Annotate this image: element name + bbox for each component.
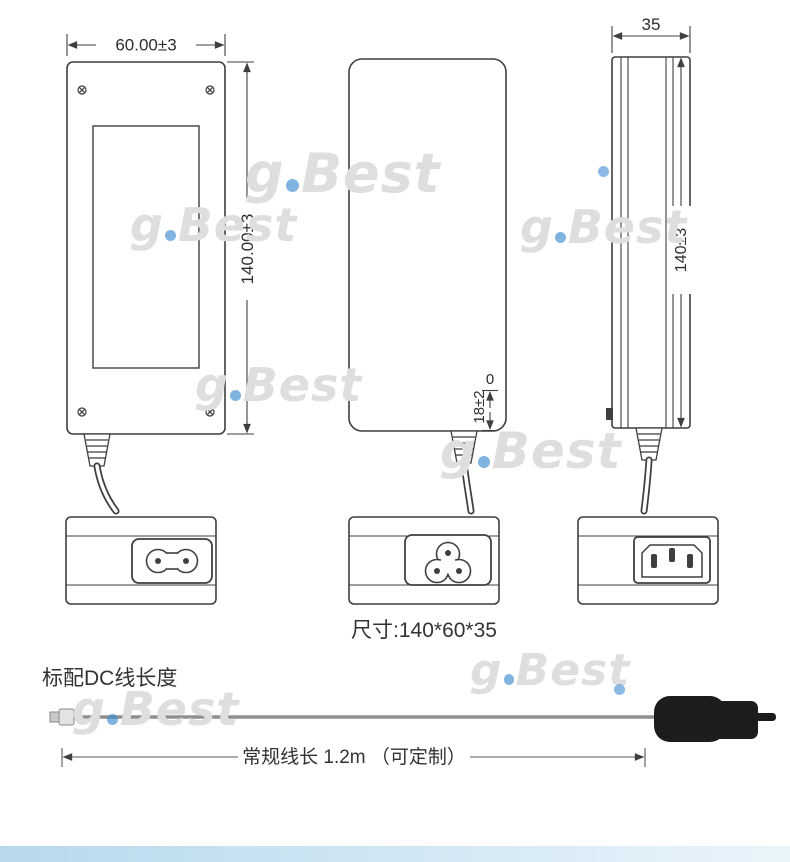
back-strain-relief	[450, 430, 478, 464]
front-strain-relief	[83, 433, 111, 467]
c6-cloverleaf-cutout	[424, 541, 472, 584]
inlet-view-c6	[348, 516, 500, 605]
power-adapter-plug	[654, 696, 776, 742]
connector-offset-dim-label: 18±2	[471, 390, 488, 423]
c6-pin	[456, 568, 462, 574]
back-view-outline	[348, 58, 507, 432]
inlet-view-c14	[577, 516, 719, 605]
c14-pin	[687, 554, 693, 568]
c6-pin	[445, 550, 451, 556]
cable-length-label: 常规线长 1.2m （可定制）	[242, 746, 466, 768]
side-height-dim-label: 140±3	[673, 228, 690, 272]
front-width-dimension	[66, 34, 226, 56]
screw-icon	[77, 407, 87, 417]
front-cable	[93, 462, 120, 515]
side-view: 35 140±3	[606, 15, 691, 515]
bottom-accent-bar	[0, 846, 790, 862]
side-width-dimension	[611, 26, 691, 53]
dc-section-title: 标配DC线长度	[42, 667, 177, 690]
side-cable	[640, 456, 653, 515]
zero-label: 0	[486, 371, 494, 388]
size-caption: 尺寸:140*60*35	[351, 619, 497, 642]
front-view: 60.00±3 140.00±3	[66, 34, 257, 515]
c8-pin	[183, 558, 189, 564]
front-height-dimension	[227, 61, 254, 435]
front-height-dim-label: 140.00±3	[238, 214, 257, 285]
screw-icon	[77, 85, 87, 95]
dc-cable-drawing	[49, 696, 776, 742]
inlet-view-c8	[65, 516, 217, 605]
side-width-dim-label: 35	[642, 15, 661, 34]
c14-pin	[651, 554, 657, 568]
c14-pin	[669, 548, 675, 562]
c14-pins	[651, 548, 693, 568]
c8-figure8-cutout	[145, 548, 199, 574]
label-area	[92, 125, 200, 369]
c6-pin	[434, 568, 440, 574]
c8-pin	[155, 558, 161, 564]
side-switch-detail	[606, 408, 613, 420]
side-strain-relief	[635, 427, 663, 461]
dim-label-mask	[671, 206, 691, 294]
connector-offset-dimension	[482, 389, 498, 432]
dc-plug-barrel	[58, 708, 75, 726]
screw-icon	[205, 407, 215, 417]
front-width-dim-label: 60.00±3	[115, 36, 176, 55]
back-cable	[460, 459, 475, 515]
screw-icon	[205, 85, 215, 95]
cable-length-dimension	[61, 748, 646, 767]
back-view: 0 18±2	[348, 58, 507, 515]
